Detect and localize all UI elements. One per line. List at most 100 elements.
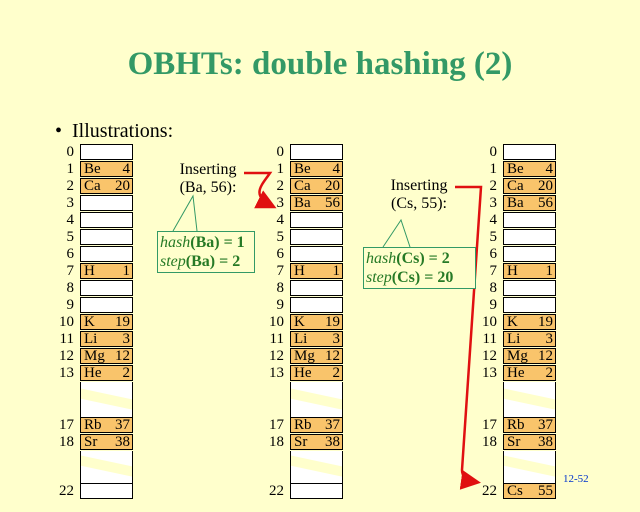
empty-cell [80,144,133,160]
cell-value: 4 [122,161,131,177]
cell-value: 2 [545,365,554,381]
empty-cell [80,483,133,499]
row-index: 1 [489,161,498,177]
row-index: 0 [66,144,75,160]
row-index: 7 [489,263,498,279]
row-index: 3 [489,195,498,211]
empty-cell [290,483,343,499]
empty-cell [503,212,556,228]
cell-value: 19 [325,314,340,330]
cell-key: He [507,365,525,381]
cell-key: Mg [84,348,105,364]
table-row: 11 Li 3 [270,331,344,348]
row-index: 5 [276,229,285,245]
row-index: 8 [489,280,498,296]
cell-key: K [507,314,518,330]
row-index: 22 [59,483,74,499]
cell-key: Li [294,331,308,347]
empty-cell [503,246,556,262]
row-index: 4 [489,212,498,228]
row-index: 22 [269,483,284,499]
cell-value: 12 [115,348,130,364]
row-index: 5 [489,229,498,245]
table-row: 0 [67,144,134,161]
row-index: 7 [66,263,75,279]
row-index: 2 [276,178,285,194]
empty-cell [503,280,556,296]
cell-value: 1 [332,263,341,279]
empty-cell [80,212,133,228]
filled-cell: K 19 [290,314,343,330]
cell-value: 56 [538,195,553,211]
cell-value: 12 [325,348,340,364]
empty-cell [80,195,133,211]
table-row: 4 [490,212,557,229]
inserting-cs-label: Inserting(Cs, 55): [390,177,448,212]
table-row: 9 [277,297,344,314]
omitted-rows [290,451,343,483]
table-row: 5 [277,229,344,246]
cell-value: 19 [115,314,130,330]
callout-tail-2 [382,218,411,248]
cell-value: 20 [538,178,553,194]
row-index: 2 [66,178,75,194]
row-index: 6 [276,246,285,262]
row-index: 2 [489,178,498,194]
cell-key: H [507,263,518,279]
cell-value: 3 [332,331,341,347]
table-row: 22 [269,483,344,500]
empty-cell [80,297,133,313]
cell-value: 12 [538,348,553,364]
row-index: 17 [59,417,74,433]
cell-key: K [294,314,305,330]
cell-value: 3 [545,331,554,347]
cell-key: Rb [507,417,525,433]
table-row: 22 [59,483,134,500]
cell-value: 56 [325,195,340,211]
row-index: 6 [489,246,498,262]
row-index: 0 [489,144,498,160]
omitted-rows [80,451,133,483]
page-number: 12-52 [563,473,589,485]
cell-key: Sr [84,434,98,450]
cell-key: Be [84,161,101,177]
row-index: 11 [269,331,284,347]
row-index: 6 [66,246,75,262]
table-row: 8 [67,280,134,297]
table-row: 0 [277,144,344,161]
table-row: 9 [490,297,557,314]
cell-key: Mg [507,348,528,364]
row-index: 18 [269,434,284,450]
cell-key: Rb [84,417,102,433]
row-index: 1 [66,161,75,177]
inserting-ba-label: Inserting(Ba, 56): [179,161,237,196]
empty-cell [80,246,133,262]
insert-arrow-cs [455,185,483,490]
filled-cell: Mg 12 [80,348,133,364]
